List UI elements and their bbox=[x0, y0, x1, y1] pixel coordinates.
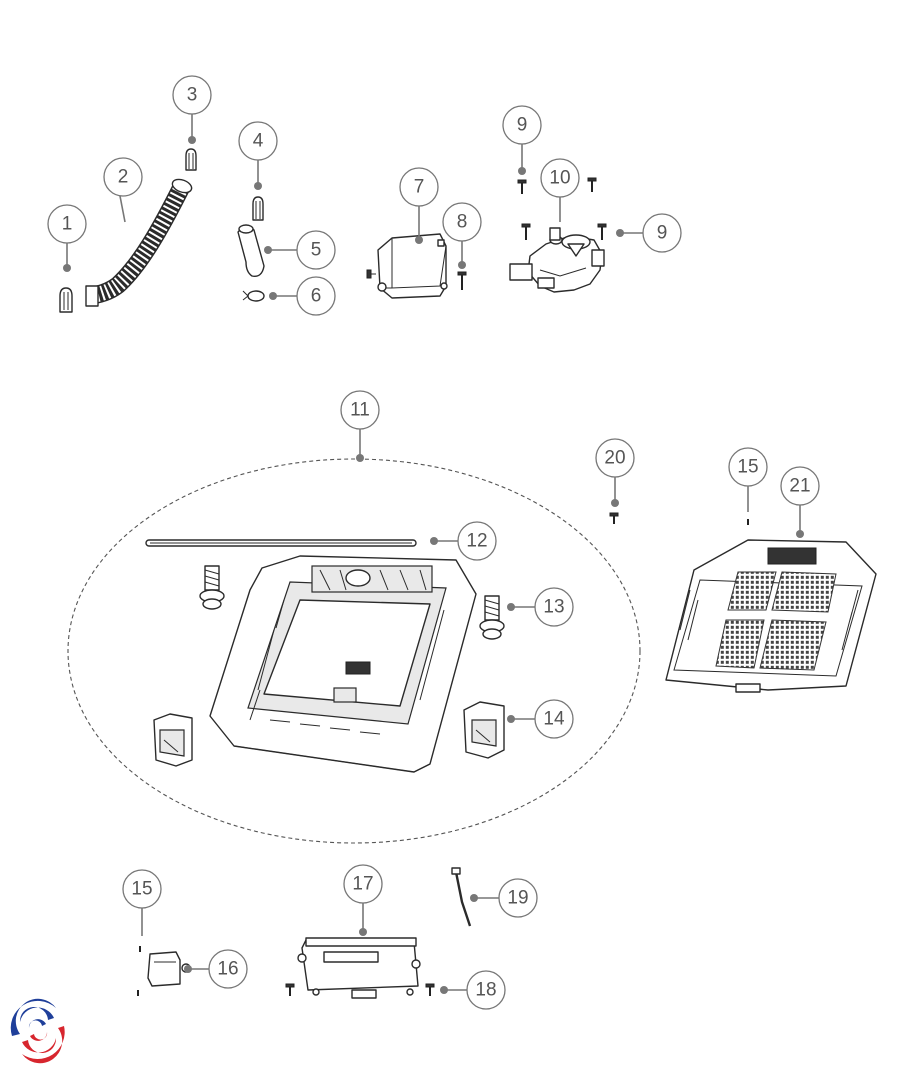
part-screws-15-lower bbox=[137, 946, 141, 996]
callout-9-top: 9 bbox=[502, 105, 542, 145]
part-short-hose bbox=[237, 224, 265, 277]
part-screw-20 bbox=[609, 512, 619, 524]
part-condensate-pump bbox=[509, 227, 605, 293]
svg-text:4: 4 bbox=[253, 131, 264, 152]
part-spring-foot-left bbox=[199, 565, 225, 610]
callout-2: 2 bbox=[103, 157, 143, 197]
svg-text:7: 7 bbox=[414, 177, 425, 198]
callout-12: 12 bbox=[457, 521, 497, 561]
callout-15-bottom: 15 bbox=[122, 869, 162, 909]
part-screws-18 bbox=[285, 983, 435, 996]
assembly-group-outline bbox=[67, 458, 641, 844]
part-drain-hose bbox=[85, 178, 193, 307]
svg-text:8: 8 bbox=[457, 212, 468, 233]
svg-text:15: 15 bbox=[737, 457, 758, 478]
callout-7: 7 bbox=[399, 167, 439, 207]
svg-text:9: 9 bbox=[657, 223, 668, 244]
part-rod bbox=[145, 539, 417, 547]
part-grille-panel bbox=[665, 539, 877, 693]
svg-text:14: 14 bbox=[543, 709, 565, 730]
svg-text:18: 18 bbox=[475, 980, 496, 1001]
callout-18: 18 bbox=[466, 970, 506, 1010]
svg-text:12: 12 bbox=[466, 531, 487, 552]
svg-text:9: 9 bbox=[517, 115, 528, 136]
part-clip-4 bbox=[252, 196, 264, 221]
part-clip-1 bbox=[59, 287, 73, 313]
part-control-box bbox=[297, 937, 421, 999]
part-hose-clamp bbox=[242, 290, 265, 302]
callout-21: 21 bbox=[780, 466, 820, 506]
callout-13: 13 bbox=[534, 587, 574, 627]
callout-5: 5 bbox=[296, 230, 336, 270]
svg-text:16: 16 bbox=[217, 959, 238, 980]
part-connector-bracket bbox=[147, 951, 191, 987]
part-clip-3 bbox=[185, 148, 197, 171]
svg-text:2: 2 bbox=[118, 167, 129, 188]
callout-11: 11 bbox=[340, 390, 380, 430]
callout-15-top: 15 bbox=[728, 447, 768, 487]
callout-3: 3 bbox=[172, 75, 212, 115]
svg-text:5: 5 bbox=[311, 240, 322, 261]
part-pump-box bbox=[366, 233, 448, 299]
svg-text:11: 11 bbox=[350, 400, 370, 421]
svg-text:3: 3 bbox=[187, 85, 198, 106]
callout-19: 19 bbox=[498, 878, 538, 918]
callout-16: 16 bbox=[208, 949, 248, 989]
callout-8: 8 bbox=[442, 202, 482, 242]
svg-text:10: 10 bbox=[549, 168, 570, 189]
svg-text:19: 19 bbox=[507, 888, 528, 909]
part-screw-8 bbox=[457, 271, 467, 290]
callout-10: 10 bbox=[540, 158, 580, 198]
brand-swirl-logo-icon bbox=[8, 998, 68, 1064]
callout-20: 20 bbox=[595, 438, 635, 478]
callout-14: 14 bbox=[534, 699, 574, 739]
part-bracket-right bbox=[463, 701, 505, 759]
svg-text:6: 6 bbox=[311, 286, 322, 307]
svg-text:20: 20 bbox=[604, 448, 625, 469]
callout-6: 6 bbox=[296, 276, 336, 316]
part-screws-9 bbox=[517, 177, 607, 240]
part-base-tray bbox=[209, 555, 477, 773]
callout-4: 4 bbox=[238, 121, 278, 161]
svg-text:21: 21 bbox=[789, 476, 810, 497]
svg-text:17: 17 bbox=[352, 874, 373, 895]
leader-lines bbox=[63, 112, 804, 994]
part-spring-foot-right bbox=[479, 595, 505, 640]
callout-1: 1 bbox=[47, 204, 87, 244]
callout-9-right: 9 bbox=[642, 213, 682, 253]
callout-17: 17 bbox=[343, 864, 383, 904]
svg-text:15: 15 bbox=[131, 879, 152, 900]
part-bracket-left bbox=[153, 713, 193, 767]
svg-text:1: 1 bbox=[62, 214, 73, 235]
part-cable-tie bbox=[451, 867, 472, 927]
svg-text:13: 13 bbox=[543, 597, 564, 618]
